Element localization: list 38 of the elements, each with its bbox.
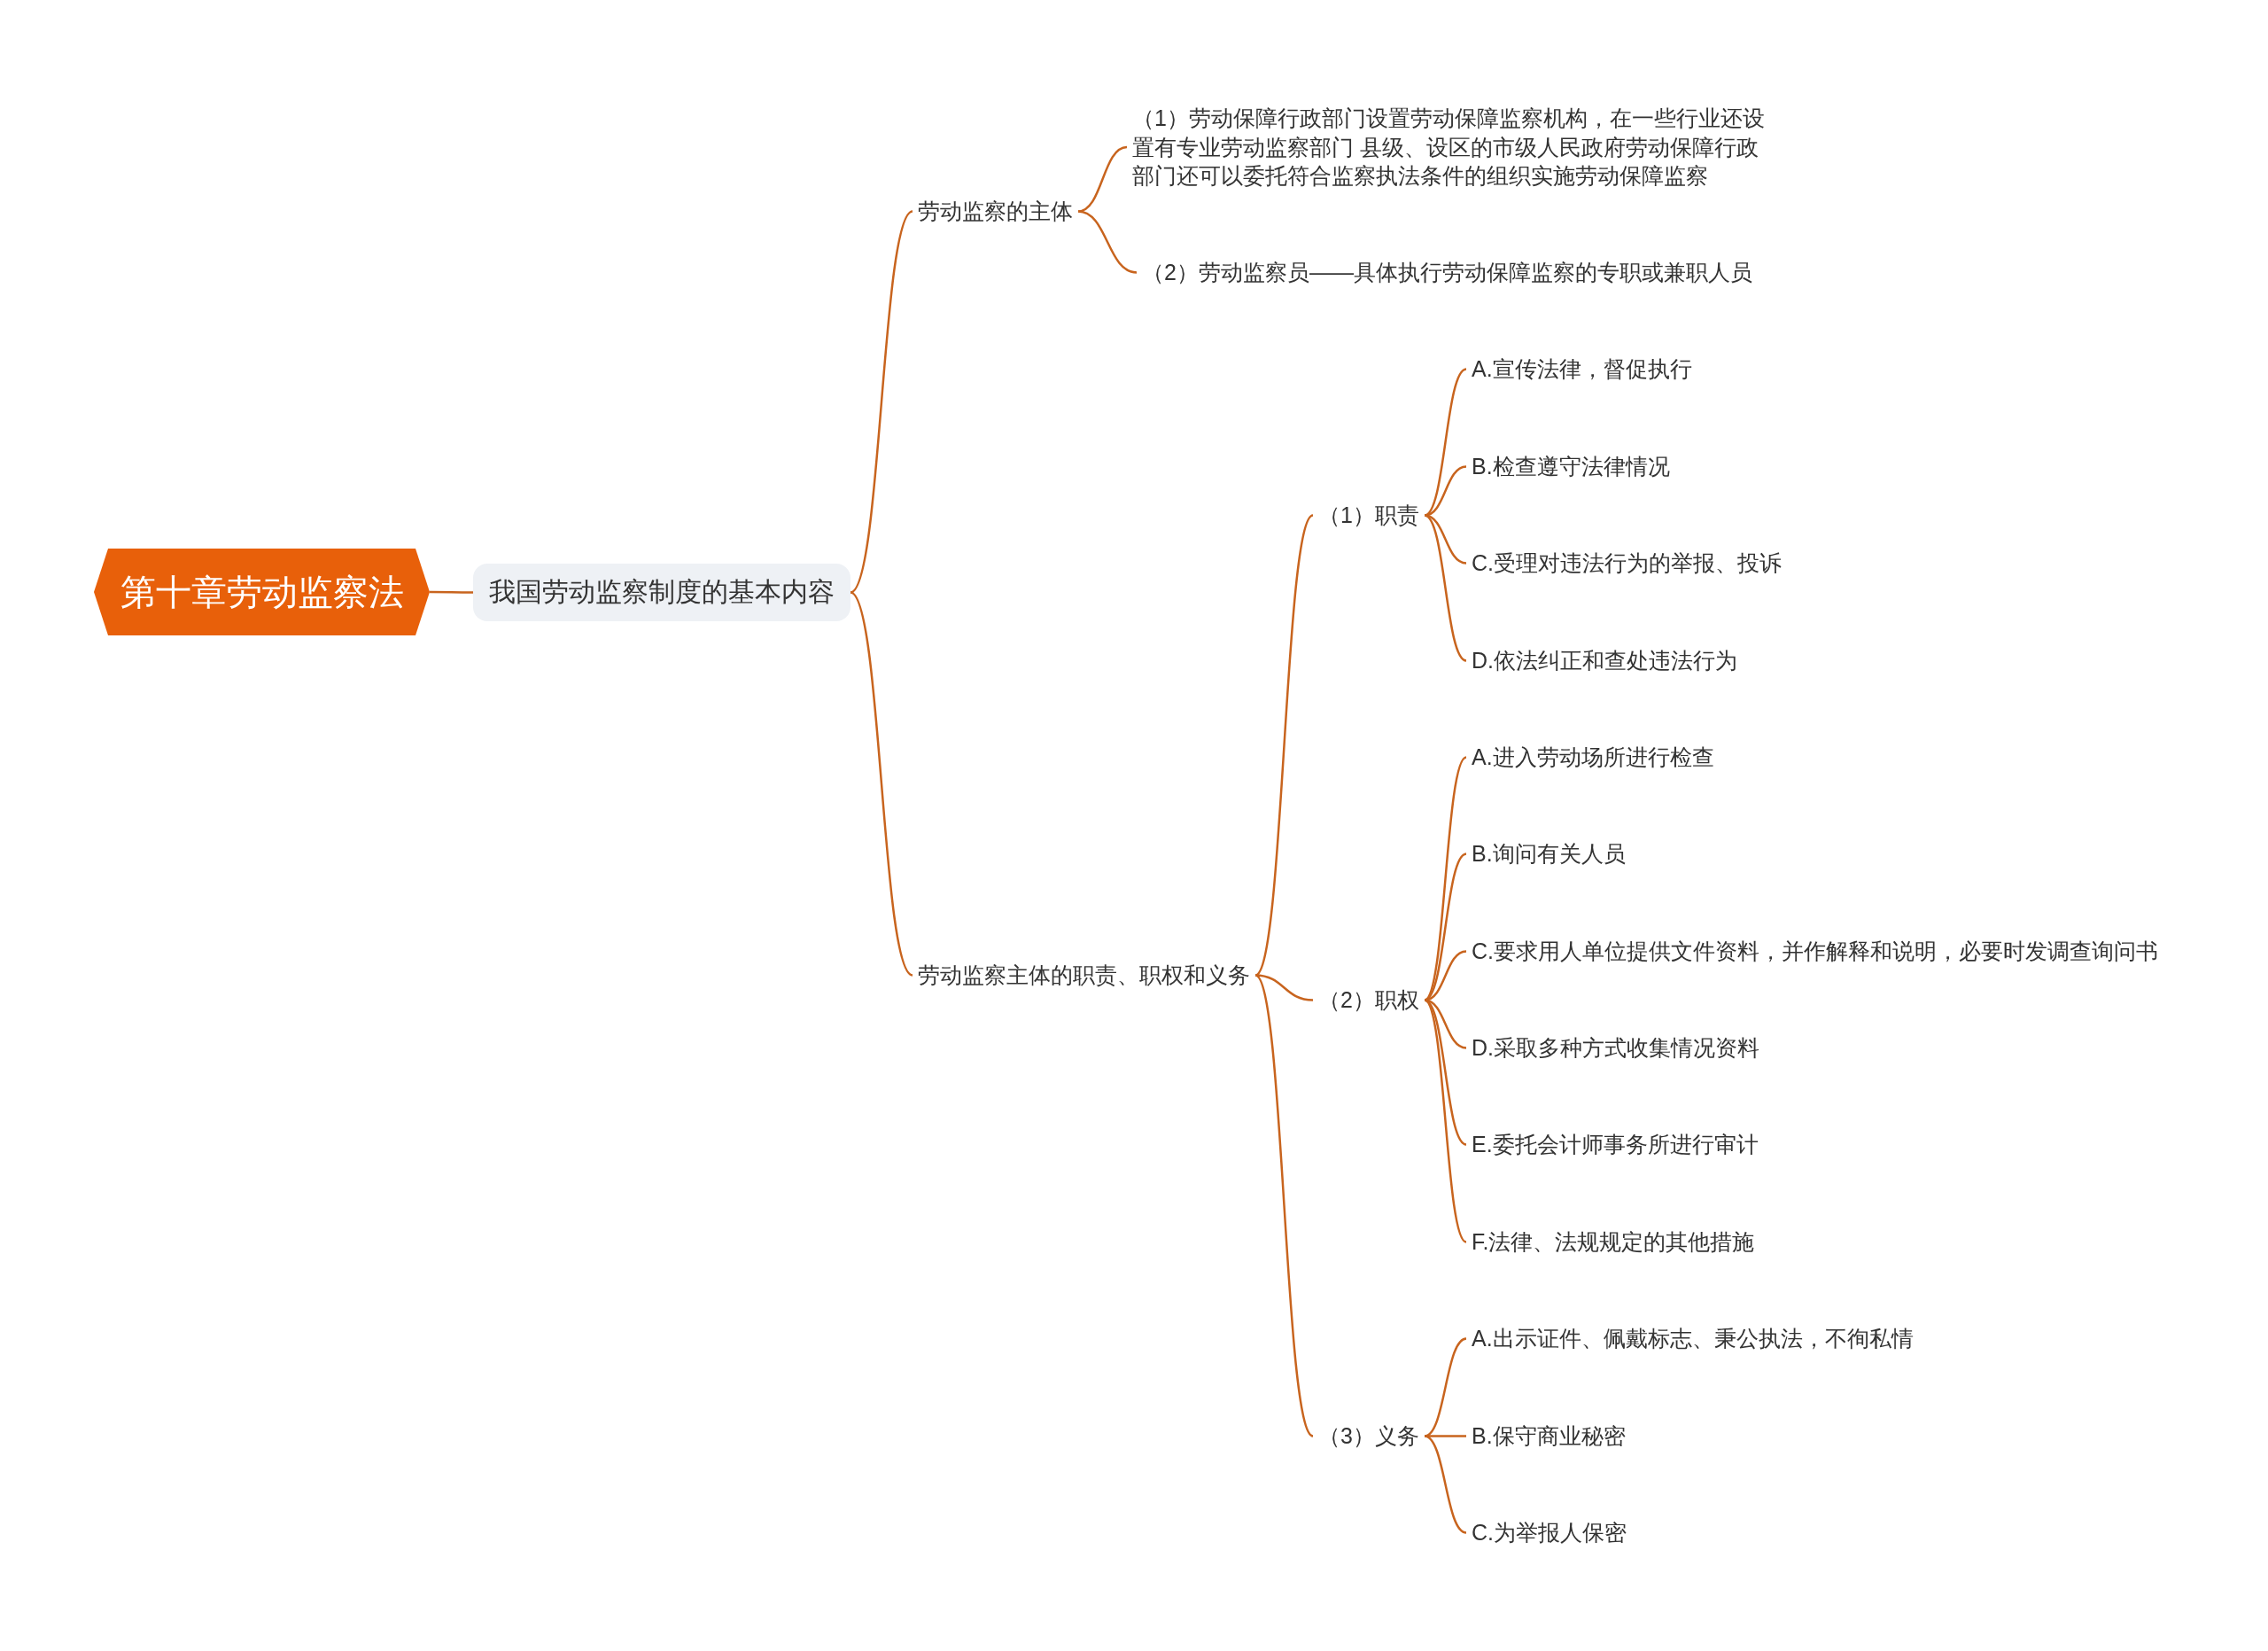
subtopic-text: 劳动监察的主体 (913, 192, 1078, 229)
subtopic-text: （2）职权 (1313, 981, 1425, 1017)
item-text: B.保守商业秘密 (1466, 1417, 1631, 1453)
branch-line (1077, 145, 1128, 213)
item-text: B.检查遵守法律情况 (1466, 448, 1675, 484)
item-text: C.为举报人保密 (1466, 1514, 1632, 1550)
branch-line (1424, 999, 1467, 1243)
item-text: B.询问有关人员 (1466, 835, 1631, 871)
item-text: A.宣传法律，督促执行 (1466, 350, 1697, 386)
subtopic-text: （1）职责 (1313, 496, 1425, 533)
item-text: A.出示证件、佩戴标志、秉公执法，不徇私情 (1466, 1320, 1919, 1356)
subtopic-text: （3）义务 (1313, 1417, 1425, 1453)
item-text: D.依法纠正和查处违法行为 (1466, 642, 1743, 678)
branch-line (1425, 1435, 1466, 1437)
branch-line (1254, 974, 1314, 1437)
item-text: C.受理对违法行为的举报、投诉 (1466, 544, 1787, 580)
branch-line (850, 210, 913, 594)
branch-line (1254, 974, 1314, 1001)
subtopic-text: 劳动监察主体的职责、职权和义务 (913, 956, 1255, 993)
branch-line (850, 591, 913, 977)
branch-line (430, 590, 473, 594)
branch-line (1424, 853, 1467, 1001)
item-text: A.进入劳动场所进行检查 (1466, 738, 1720, 775)
branch-line (1424, 514, 1467, 565)
item-text: C.要求用人单位提供文件资料，并作解释和说明，必要时发调查询问书 (1466, 932, 2163, 969)
branch-line (1424, 1435, 1467, 1534)
branch-line (1254, 514, 1314, 977)
main-topic: 我国劳动监察制度的基本内容 (473, 563, 850, 621)
item-text: F.法律、法规规定的其他措施 (1466, 1223, 1760, 1259)
branch-line (1077, 210, 1138, 274)
item-text: （2）劳动监察员——具体执行劳动保障监察的专职或兼职人员 (1137, 253, 1758, 290)
branch-line (1424, 368, 1467, 517)
branch-line (1424, 465, 1467, 517)
item-text: （1）劳动保障行政部门设置劳动保障监察机构，在一些行业还设置有专业劳动监察部门 县级、设区的市级人民政府劳动保障行政部门还可以委托符合监察执法条件的组织实施劳动保障监察 (1127, 100, 1783, 194)
branch-line (1424, 514, 1467, 662)
item-text: D.采取多种方式收集情况资料 (1466, 1029, 1765, 1065)
root-topic: 第十章劳动监察法 (94, 549, 430, 635)
item-text: E.委托会计师事务所进行审计 (1466, 1125, 1764, 1162)
